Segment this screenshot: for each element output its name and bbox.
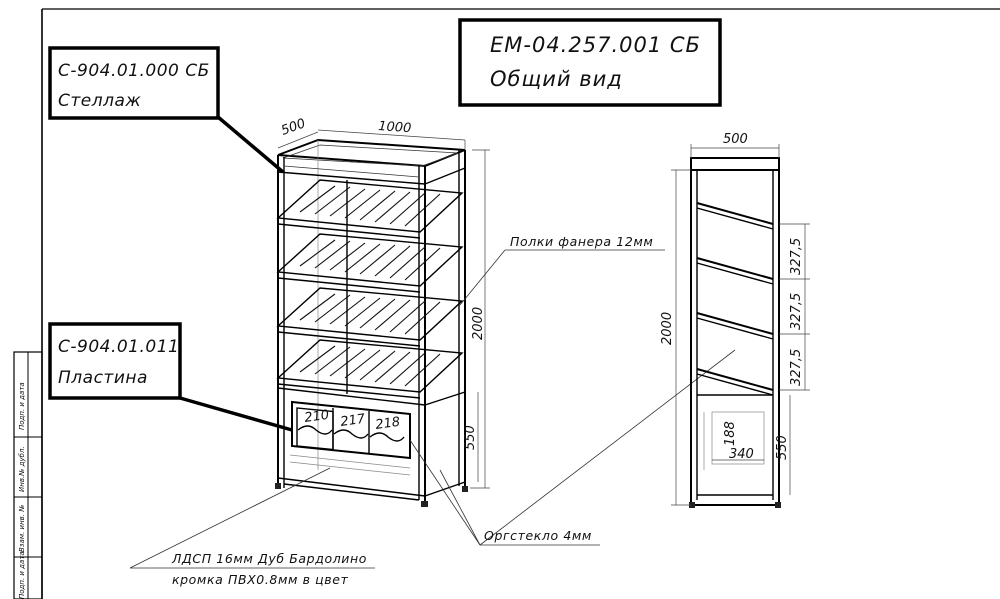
rack-side-view: 500 2000 327,5 327,5 327,5 550 188 340 <box>660 132 810 508</box>
front-dim-base: 550 <box>463 425 478 450</box>
side-dim-depth: 500 <box>723 132 748 147</box>
note-leaders <box>129 249 736 569</box>
note-shelves: Полки фанера 12мм <box>510 234 653 249</box>
glass-panels: 210 217 218 <box>291 400 411 460</box>
callout-plate-code: С-904.01.011 <box>58 337 179 357</box>
stamp-replace-inv: Взам. инв. № <box>18 504 26 552</box>
side-stamp: Подп. и дата Инв.№ дубл. Взам. инв. № По… <box>13 351 43 599</box>
stamp-dup-inv: Инв.№ дубл. <box>18 446 26 492</box>
shelf-1 <box>276 179 464 239</box>
side-dim-spacing-1: 327,5 <box>789 238 804 275</box>
side-dim-base: 550 <box>775 435 790 460</box>
shelf-4 <box>276 339 464 399</box>
panel-label-3: 218 <box>374 415 401 433</box>
drawing-code: ЕМ-04.257.001 СБ <box>490 33 701 57</box>
title-block: ЕМ-04.257.001 СБ Общий вид <box>458 18 722 107</box>
callout-plate-name: Пластина <box>58 368 148 388</box>
callout-rack-code: С-904.01.000 СБ <box>58 61 210 81</box>
side-dim-opening-width: 340 <box>729 447 754 462</box>
stamp-sign-date-1: Подп. и дата <box>18 382 26 430</box>
panel-label-1: 210 <box>303 408 330 426</box>
shelf-3 <box>276 287 464 347</box>
note-glass: Оргстекло 4мм <box>484 528 592 543</box>
side-dim-spacing-3: 327,5 <box>789 349 804 386</box>
front-dim-height: 2000 <box>471 307 486 340</box>
note-chipboard-2: кромка ПВХ0.8мм в цвет <box>172 572 349 587</box>
side-dim-opening-height: 188 <box>723 421 738 446</box>
stamp-sign-date-2: Подп. и дата <box>18 551 26 599</box>
note-chipboard-1: ЛДСП 16мм Дуб Бардолино <box>171 551 367 566</box>
side-dim-spacing-2: 327,5 <box>789 293 804 330</box>
rack-front-view: 210 217 218 500 1000 2000 550 <box>275 116 490 507</box>
panel-label-2: 217 <box>339 412 366 430</box>
callout-rack: С-904.01.000 СБ Стеллаж <box>48 46 285 174</box>
drawing-title: Общий вид <box>490 67 623 91</box>
side-dim-height: 2000 <box>660 312 675 345</box>
front-dim-width: 1000 <box>378 119 412 136</box>
callout-rack-name: Стеллаж <box>58 91 141 111</box>
callout-plate: С-904.01.011 Пластина <box>48 322 293 432</box>
front-dim-depth: 500 <box>279 116 307 139</box>
shelf-2 <box>276 233 464 293</box>
